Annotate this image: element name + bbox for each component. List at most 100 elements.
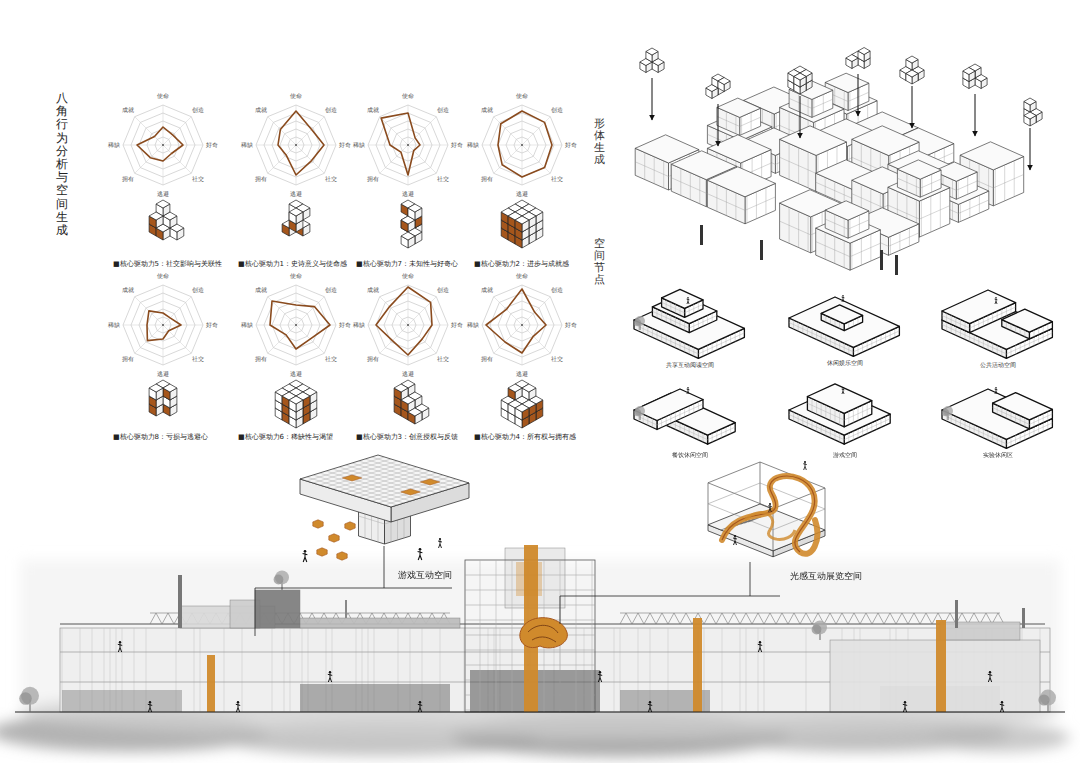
drawing-part — [162, 324, 164, 326]
drawing-part — [780, 157, 816, 173]
drawing-part — [352, 463, 443, 491]
radar-axis-label: 稀缺 — [353, 322, 365, 329]
drawing-part — [178, 575, 182, 628]
drawing-part — [825, 315, 826, 322]
human-figure — [1000, 701, 1004, 712]
drawing-part — [337, 552, 347, 560]
drawing-part — [942, 316, 970, 329]
drawing-part — [717, 116, 740, 126]
drawing-part — [368, 285, 448, 365]
drawing-part — [15, 711, 1065, 712]
drawing-part — [329, 534, 339, 542]
drawing-part — [936, 620, 946, 712]
radar-axis-label: 社交 — [437, 356, 449, 363]
drawing-part — [521, 144, 523, 146]
drive-caption: ■核心驱动力2：进步与成就感 — [474, 261, 569, 269]
drawing-part — [1024, 112, 1036, 119]
drawing-part — [1024, 330, 1025, 337]
drawing-part — [722, 476, 815, 552]
drawing-part — [700, 225, 703, 245]
drawing-part — [858, 318, 859, 325]
drawing-part — [149, 384, 163, 392]
drawing-part — [614, 628, 615, 712]
radar-axis-label: 创造 — [551, 107, 563, 114]
drawing-part — [1038, 328, 1039, 335]
cube-icon — [275, 380, 317, 428]
human-figure — [803, 461, 807, 470]
drawing-part — [512, 560, 513, 712]
floating-module — [640, 48, 1042, 171]
drive-caption: ■核心驱动力1：史诗意义与使命感 — [238, 261, 347, 269]
drawing-part — [906, 56, 918, 63]
drawing-part — [268, 117, 296, 145]
radar-axis-label: 使命 — [402, 273, 414, 280]
drawing-part — [255, 588, 256, 636]
drawing-part — [687, 387, 689, 389]
radar-axis-label: 拥有 — [255, 356, 267, 363]
space-node-drawing — [942, 387, 1052, 448]
drawing-part — [943, 406, 953, 416]
drawing-part — [1015, 326, 1016, 333]
drawing-part — [689, 316, 717, 329]
drawing-part — [800, 96, 801, 138]
drawing-part — [381, 113, 420, 175]
drawing-part — [313, 475, 404, 503]
drawing-part — [522, 117, 550, 145]
human-figure — [418, 548, 423, 560]
callout-label: 光感互动展览空间 — [790, 572, 862, 582]
space-node-drawing — [789, 295, 899, 356]
human-figure — [995, 297, 998, 304]
radar-axis-label: 稀缺 — [241, 322, 253, 329]
drawing-part — [418, 551, 423, 560]
drawing-part — [236, 703, 240, 712]
space-node-drawing — [634, 387, 735, 444]
radar-axis-label: 稀缺 — [467, 142, 479, 149]
drawing-part — [718, 104, 719, 146]
drawing-part — [384, 546, 385, 588]
radar-chart — [482, 105, 562, 185]
drawing-part — [1038, 694, 1049, 705]
section-elevation — [0, 545, 1070, 757]
human-figure — [118, 641, 122, 652]
drawing-part — [842, 387, 844, 389]
drawing-part — [717, 98, 761, 117]
radar-axis-label: 使命 — [402, 93, 414, 100]
drawing-part — [339, 467, 430, 495]
drawing-part — [995, 387, 997, 389]
radar-chart — [256, 105, 336, 185]
drawing-part — [718, 78, 730, 85]
radar-axis-label: 稀缺 — [108, 322, 120, 329]
massing-axonometric — [635, 73, 1024, 275]
radar-axis-label: 创造 — [437, 287, 449, 294]
drawing-part — [289, 208, 303, 216]
drawing-part — [698, 333, 744, 354]
radar-axis-label: 成就 — [122, 287, 134, 294]
drawing-part — [1000, 703, 1004, 712]
drawing-part — [162, 144, 164, 146]
drawing-part — [194, 628, 195, 712]
drawing-part — [401, 489, 421, 495]
drawing-part — [19, 692, 32, 705]
radar-axis-label: 成就 — [122, 107, 134, 114]
radar-axis-label: 好奇 — [206, 322, 218, 329]
drawing-part — [418, 703, 422, 712]
drawing-part — [685, 304, 703, 312]
drawing-part — [419, 548, 422, 551]
drawing-part — [522, 325, 523, 365]
drawing-part — [376, 287, 432, 355]
drawing-part — [1002, 309, 1053, 332]
drawing-part — [1029, 414, 1052, 425]
radar-axis-label: 使命 — [516, 273, 528, 280]
drawing-part — [407, 324, 409, 326]
drawing-part — [599, 671, 601, 673]
radar-axis-label: 社交 — [437, 176, 449, 183]
drawing-part — [988, 673, 992, 682]
drawing-part — [296, 325, 297, 365]
tree — [634, 406, 645, 420]
drawing-part — [420, 479, 440, 485]
drawing-part — [313, 520, 323, 528]
drawing-part — [296, 145, 336, 146]
drawing-part — [635, 316, 645, 326]
drawing-part — [394, 384, 408, 392]
human-figure — [303, 550, 308, 562]
